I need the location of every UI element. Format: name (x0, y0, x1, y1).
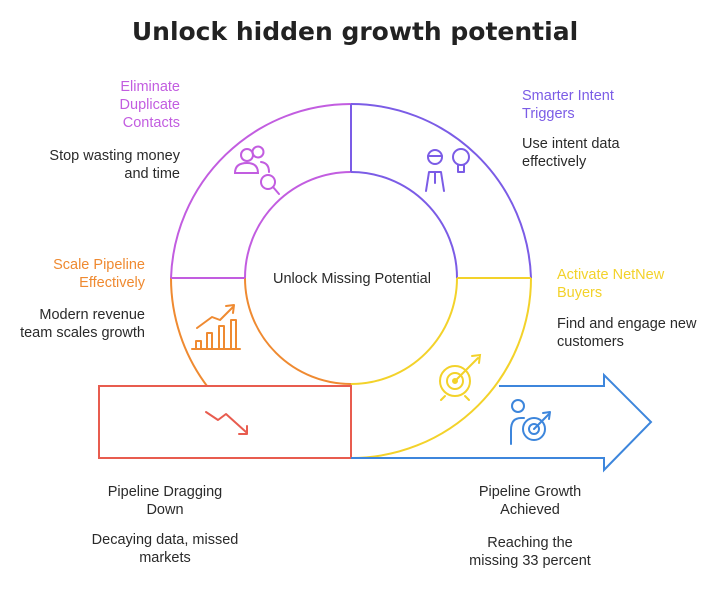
desc-smarter-intent: Use intent data effectively (522, 136, 620, 171)
target-dart-icon (439, 353, 482, 401)
person-lightbulb-icon (425, 148, 470, 192)
heading-eliminate-duplicates: Eliminate Duplicate Contacts (119, 79, 180, 132)
heading-smarter-intent: Smarter Intent Triggers (522, 88, 614, 123)
desc-eliminate-duplicates: Stop wasting money and time (49, 148, 180, 183)
growth-chart-icon (191, 304, 241, 350)
desc-pipeline-dragging: Decaying data, missed markets (91, 532, 239, 567)
heading-pipeline-growth: Pipeline Growth Achieved (478, 484, 582, 519)
desc-pipeline-growth: Reaching the missing 33 percent (469, 535, 591, 570)
duplicate-contacts-search-icon (233, 145, 280, 195)
inner-arc-intent (350, 171, 458, 279)
inner-arc-pipeline (244, 277, 352, 385)
pipeline-dragging-box (98, 385, 352, 459)
inner-arc-netnew (350, 277, 458, 385)
person-target-icon (510, 399, 551, 445)
desc-activate-netnew: Find and engage new customers (557, 316, 697, 351)
heading-pipeline-dragging: Pipeline Dragging Down (107, 484, 223, 519)
trend-down-icon (205, 411, 248, 435)
inner-arc-duplicates (244, 171, 352, 279)
ring-segment-pipeline (170, 277, 208, 387)
desc-scale-pipeline: Modern revenue team scales growth (20, 307, 145, 342)
page-title: Unlock hidden growth potential (131, 17, 579, 46)
heading-scale-pipeline: Scale Pipeline Effectively (53, 257, 145, 292)
ring-segment-netnew (350, 277, 532, 459)
heading-activate-netnew: Activate NetNew Buyers (557, 267, 665, 302)
center-label: Unlock Missing Potential (273, 271, 431, 287)
ring-segment-intent (350, 103, 532, 279)
growth-arrow (351, 372, 653, 473)
ring-segment-duplicates (170, 103, 352, 279)
